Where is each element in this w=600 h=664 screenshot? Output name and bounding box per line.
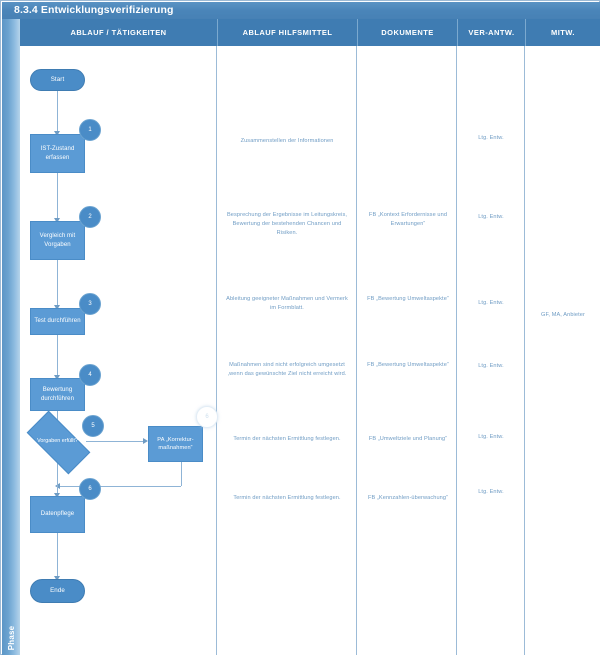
flow-step-2[interactable]: Vergleich mit Vorgaben bbox=[30, 221, 85, 260]
column-header-mitw: MITW. bbox=[525, 19, 600, 46]
cell-dokumente-6: FB „Kennzahlen-überwachung“ bbox=[367, 495, 449, 501]
arrowhead-to-step-1 bbox=[53, 131, 60, 136]
swimlane-body: Start IST-Zustand erfassen 1 Vergleich m… bbox=[20, 46, 600, 655]
cell-verantw-6: Ltg. Entw. bbox=[478, 489, 504, 495]
cell-verantw-3: Ltg. Entw. bbox=[478, 300, 504, 306]
arrowhead-to-step-4 bbox=[53, 375, 60, 380]
column-header-ablauf: ABLAUF / TÄTIGKEITEN bbox=[70, 28, 167, 37]
flow-step-6[interactable]: Datenpflege bbox=[30, 496, 85, 533]
cell-dokumente-5: FB „Umweltziele und Planung“ bbox=[368, 436, 448, 442]
arrowhead-to-branch bbox=[143, 437, 148, 444]
connector-6-to-end bbox=[57, 533, 58, 579]
page-title: 8.3.4 Entwicklungsverifizierung bbox=[14, 4, 174, 16]
flow-end-terminator[interactable]: Ende bbox=[30, 579, 85, 603]
cell-dokumente-2: FB „Kontext Erfordernisse und Erwartunge… bbox=[368, 212, 448, 228]
cell-hilfsmittel-3: Ableitung geeigneter Maßnahmen und Verme… bbox=[226, 296, 348, 312]
flow-branch-pa-korrekturmassnahmen[interactable]: PA „Korrektur-maßnahmen“ bbox=[148, 426, 203, 462]
cell-verantw-1: Ltg. Entw. bbox=[478, 135, 504, 141]
decision-label: Vorgaben erfüllt? bbox=[37, 437, 78, 444]
step-badge-2: 2 bbox=[79, 206, 101, 228]
connector-5-to-6 bbox=[57, 451, 58, 496]
flow-step-5-decision[interactable]: Vorgaben erfüllt? bbox=[26, 410, 91, 475]
step-badge-3: 3 bbox=[79, 293, 101, 315]
column-divider-4 bbox=[524, 46, 525, 655]
column-divider-1 bbox=[216, 46, 217, 655]
cell-verantw-4: Ltg. Entw. bbox=[478, 363, 504, 369]
connector-1-to-2 bbox=[57, 173, 58, 221]
connector-2-to-3 bbox=[57, 260, 58, 308]
column-header-dokumente: DOKUMENTE bbox=[357, 19, 457, 46]
flow-start-terminator[interactable]: Start bbox=[30, 69, 85, 91]
cell-mitw-4: GF, MA, Anbieter bbox=[541, 312, 585, 318]
flow-step-3[interactable]: Test durchführen bbox=[30, 308, 85, 335]
connector-branch-down bbox=[181, 462, 182, 486]
arrowhead-to-step-2 bbox=[53, 218, 60, 223]
column-header-verantw: VER-ANTW. bbox=[457, 19, 525, 46]
step-badge-5: 5 bbox=[82, 415, 104, 437]
cell-hilfsmittel-2: Besprechung der Ergebnisse im Leitungskr… bbox=[226, 212, 348, 237]
phase-band: Phase bbox=[2, 19, 20, 655]
step-badge-1: 1 bbox=[79, 119, 101, 141]
connector-branch-return bbox=[57, 486, 181, 487]
cell-hilfsmittel-6: Termin der nächsten Ermittlung festlegen… bbox=[233, 495, 341, 501]
cell-verantw-5: Ltg. Entw. bbox=[478, 434, 504, 440]
title-bar: 8.3.4 Entwicklungsverifizierung bbox=[2, 2, 600, 19]
connector-4-to-5 bbox=[57, 396, 58, 431]
arrowhead-to-step-3 bbox=[53, 305, 60, 310]
step-badge-4: 4 bbox=[79, 364, 101, 386]
connector-start-to-1 bbox=[57, 91, 58, 134]
arrowhead-to-step-6 bbox=[53, 493, 60, 498]
column-divider-3 bbox=[456, 46, 457, 655]
phase-label: Phase bbox=[6, 625, 16, 651]
step-badge-6: 6 bbox=[79, 478, 101, 500]
branch-badge-6: 6 bbox=[196, 406, 218, 428]
connector-3-to-4 bbox=[57, 335, 58, 378]
flow-step-1[interactable]: IST-Zustand erfassen bbox=[30, 134, 85, 173]
column-header-row: ABLAUF / TÄTIGKEITEN ABLAUF HILFSMITTEL … bbox=[20, 19, 600, 46]
cell-hilfsmittel-4: Maßnahmen sind nicht erfolgreich umgeset… bbox=[227, 362, 347, 378]
connector-5-to-branch bbox=[86, 441, 145, 442]
cell-dokumente-4: FB „Bewertung Umweltaspekte“ bbox=[367, 362, 449, 368]
cell-hilfsmittel-5: Termin der nächsten Ermittlung festlegen… bbox=[233, 436, 341, 442]
column-divider-2 bbox=[356, 46, 357, 655]
cell-verantw-2: Ltg. Entw. bbox=[478, 214, 504, 220]
cell-hilfsmittel-1: Zusammenstellen der Informationen bbox=[240, 138, 334, 144]
arrowhead-to-end bbox=[53, 576, 60, 581]
flow-step-4[interactable]: Bewertung durchführen bbox=[30, 378, 85, 411]
column-header-hilfsmittel: ABLAUF HILFSMITTEL bbox=[217, 19, 357, 46]
cell-dokumente-3: FB „Bewertung Umweltaspekte“ bbox=[367, 296, 449, 302]
